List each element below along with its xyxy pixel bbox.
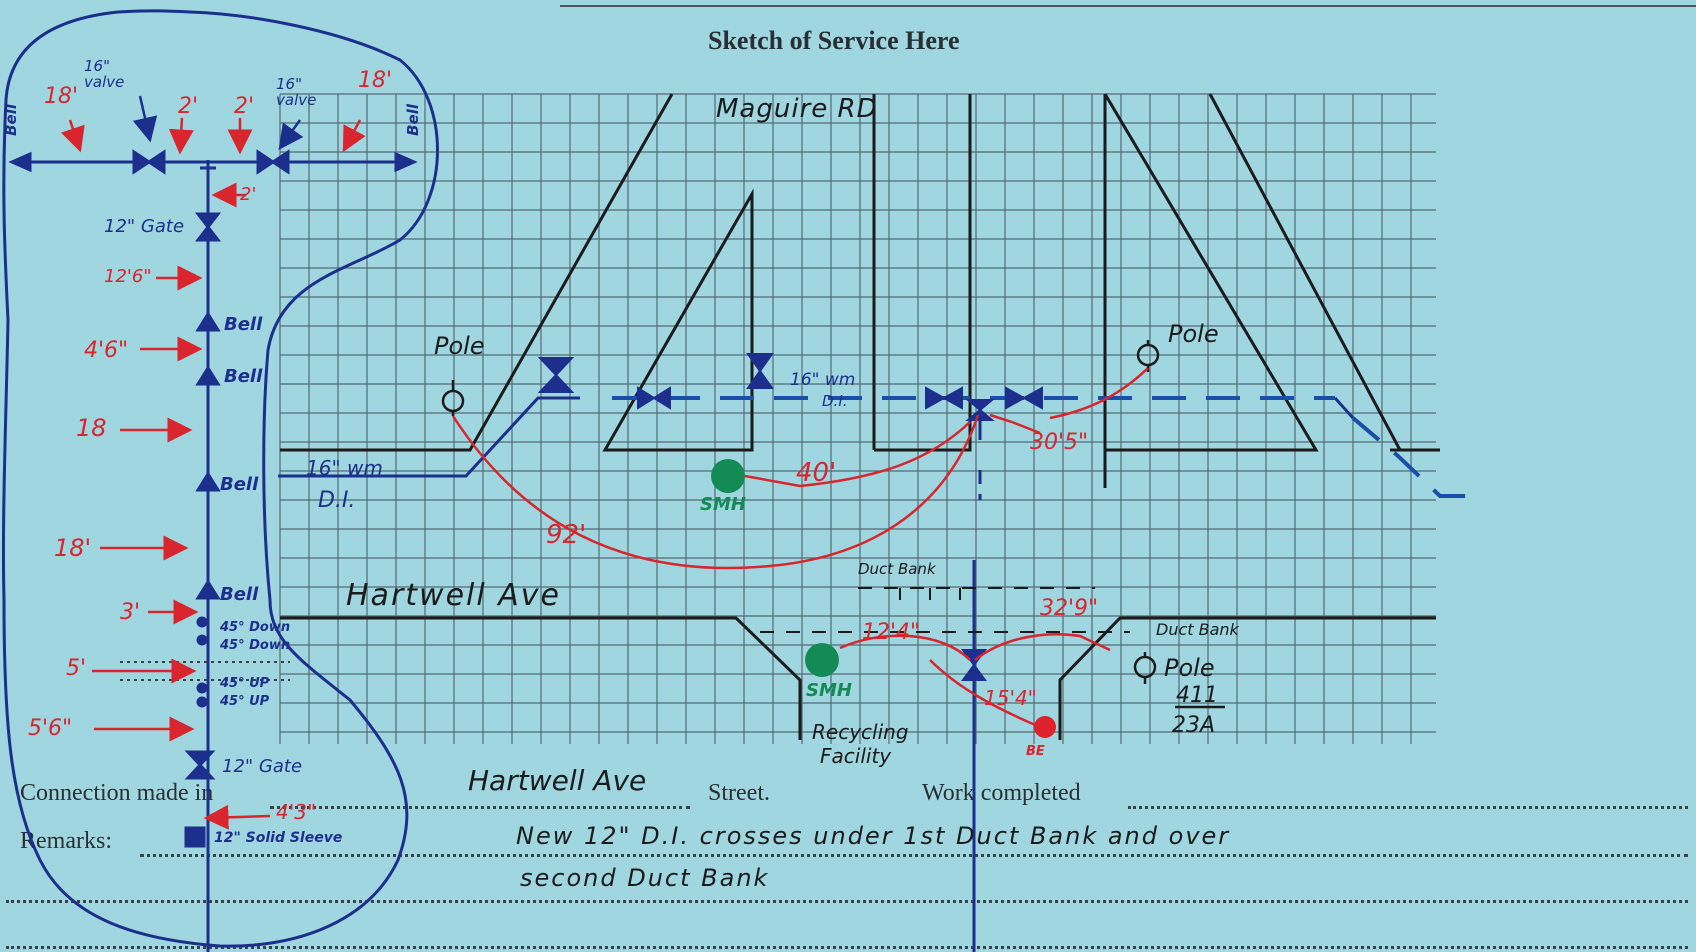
work-completed-dotted-line: [1128, 806, 1688, 809]
detail-bend-2: 45° Down: [220, 638, 291, 653]
water-main-16: [278, 396, 1355, 478]
remarks-dotted-line-3: [6, 946, 1688, 949]
detail-dim-4-3: 4'3": [276, 800, 317, 824]
detail-dim-2c: 2': [240, 184, 257, 205]
water-main-dashed: [612, 396, 1470, 498]
connection-label: Connection made in: [20, 780, 214, 806]
detail-dim-2b: 2': [234, 94, 255, 119]
detail-bell-2: Bell: [224, 366, 263, 387]
measurement-arcs: [451, 367, 1149, 729]
detail-gate-bottom: 12" Gate: [222, 756, 303, 777]
detail-outline: [1, 9, 439, 948]
detail-dim-4-6: 4'6": [84, 338, 129, 363]
detail-dim-18b: 18': [358, 68, 393, 93]
pole-left-label: Pole: [434, 332, 485, 360]
smh-marker-2: [805, 643, 839, 677]
detail-gate-top: 12" Gate: [104, 216, 185, 237]
detail-valve-right: 16" valve: [276, 75, 317, 109]
detail-dim-2a: 2': [178, 94, 199, 119]
detail-bell-3: Bell: [220, 474, 259, 495]
smh-label-1: SMH: [700, 494, 746, 515]
detail-bend-3: 45° UP: [220, 676, 270, 691]
dim-30-5: 30'5": [1030, 430, 1089, 455]
pole-id-bottom: 23A: [1172, 713, 1216, 738]
facility-label: Facility: [820, 744, 892, 768]
detail-bell-left: Bell: [2, 104, 20, 136]
detail-blue-arrows: [132, 95, 304, 151]
street-hartwell-ave: Hartwell Ave: [346, 578, 561, 613]
sketch-grid: [279, 93, 1436, 744]
pole-right-label: Pole: [1168, 320, 1219, 348]
detail-dim-18c: 18: [76, 414, 107, 442]
dim-12-4: 12'4": [862, 620, 921, 645]
road-outlines: [280, 93, 1440, 740]
smh-label-2: SMH: [806, 680, 852, 701]
recycling-label: Recycling: [812, 720, 909, 744]
main-label-left: 16" wm: [306, 456, 383, 480]
dim-32-9: 32'9": [1040, 596, 1099, 621]
remarks-line-1: New 12" D.I. crosses under 1st Duct Bank…: [516, 822, 1231, 850]
connection-dotted-line: [270, 806, 690, 809]
detail-valve-left: 16" valve: [84, 57, 125, 91]
be-label: BE: [1026, 744, 1045, 759]
sketch-title: Sketch of Service Here: [708, 26, 960, 55]
detail-dim-18a: 18': [44, 84, 79, 109]
pole-bottom-label: Pole: [1164, 654, 1215, 682]
dim-92: 92': [546, 520, 587, 550]
detail-pipe: [8, 149, 418, 952]
remarks-dotted-line-2: [6, 900, 1688, 903]
sketch-valves: [537, 353, 1043, 681]
main-label-right: 16" wm: [790, 370, 856, 390]
dim-40: 40': [796, 458, 837, 488]
duct-bank-2-label: Duct Bank: [1156, 620, 1239, 639]
detail-dotted-lines: [120, 661, 290, 681]
detail-bell-4: Bell: [220, 584, 259, 605]
street-maguire-rd: Maguire RD: [716, 94, 878, 124]
remarks-line-2: second Duct Bank: [520, 864, 770, 892]
main-material-right: D.I.: [822, 392, 848, 410]
remarks-dotted-line-1: [140, 854, 1688, 857]
detail-dim-12-6: 12'6": [104, 266, 152, 287]
detail-bell-1: Bell: [224, 314, 263, 335]
duct-bank-1-label: Duct Bank: [858, 560, 936, 578]
detail-arrows: [61, 117, 366, 830]
pole-id-top: 411: [1176, 683, 1218, 708]
detail-sleeve: 12" Solid Sleeve: [214, 830, 343, 846]
detail-dim-3: 3': [120, 600, 141, 625]
smh-marker-1: [711, 459, 745, 493]
detail-bend-4: 45° UP: [220, 694, 270, 709]
poles: [441, 340, 1225, 709]
detail-bend-1: 45° Down: [220, 620, 291, 635]
duct-bank-lines: [760, 587, 1130, 633]
detail-bell-right: Bell: [404, 104, 422, 136]
be-marker: [1034, 716, 1056, 738]
dim-15-4: 15'4": [984, 686, 1037, 710]
detail-dim-5-6: 5'6": [28, 716, 73, 741]
street-label: Street.: [708, 780, 770, 806]
connection-value: Hartwell Ave: [468, 764, 647, 797]
detail-dim-5: 5': [66, 656, 87, 681]
main-material-left: D.I.: [318, 488, 356, 513]
work-completed-label: Work completed: [922, 780, 1081, 806]
detail-dim-18d: 18': [54, 534, 92, 562]
